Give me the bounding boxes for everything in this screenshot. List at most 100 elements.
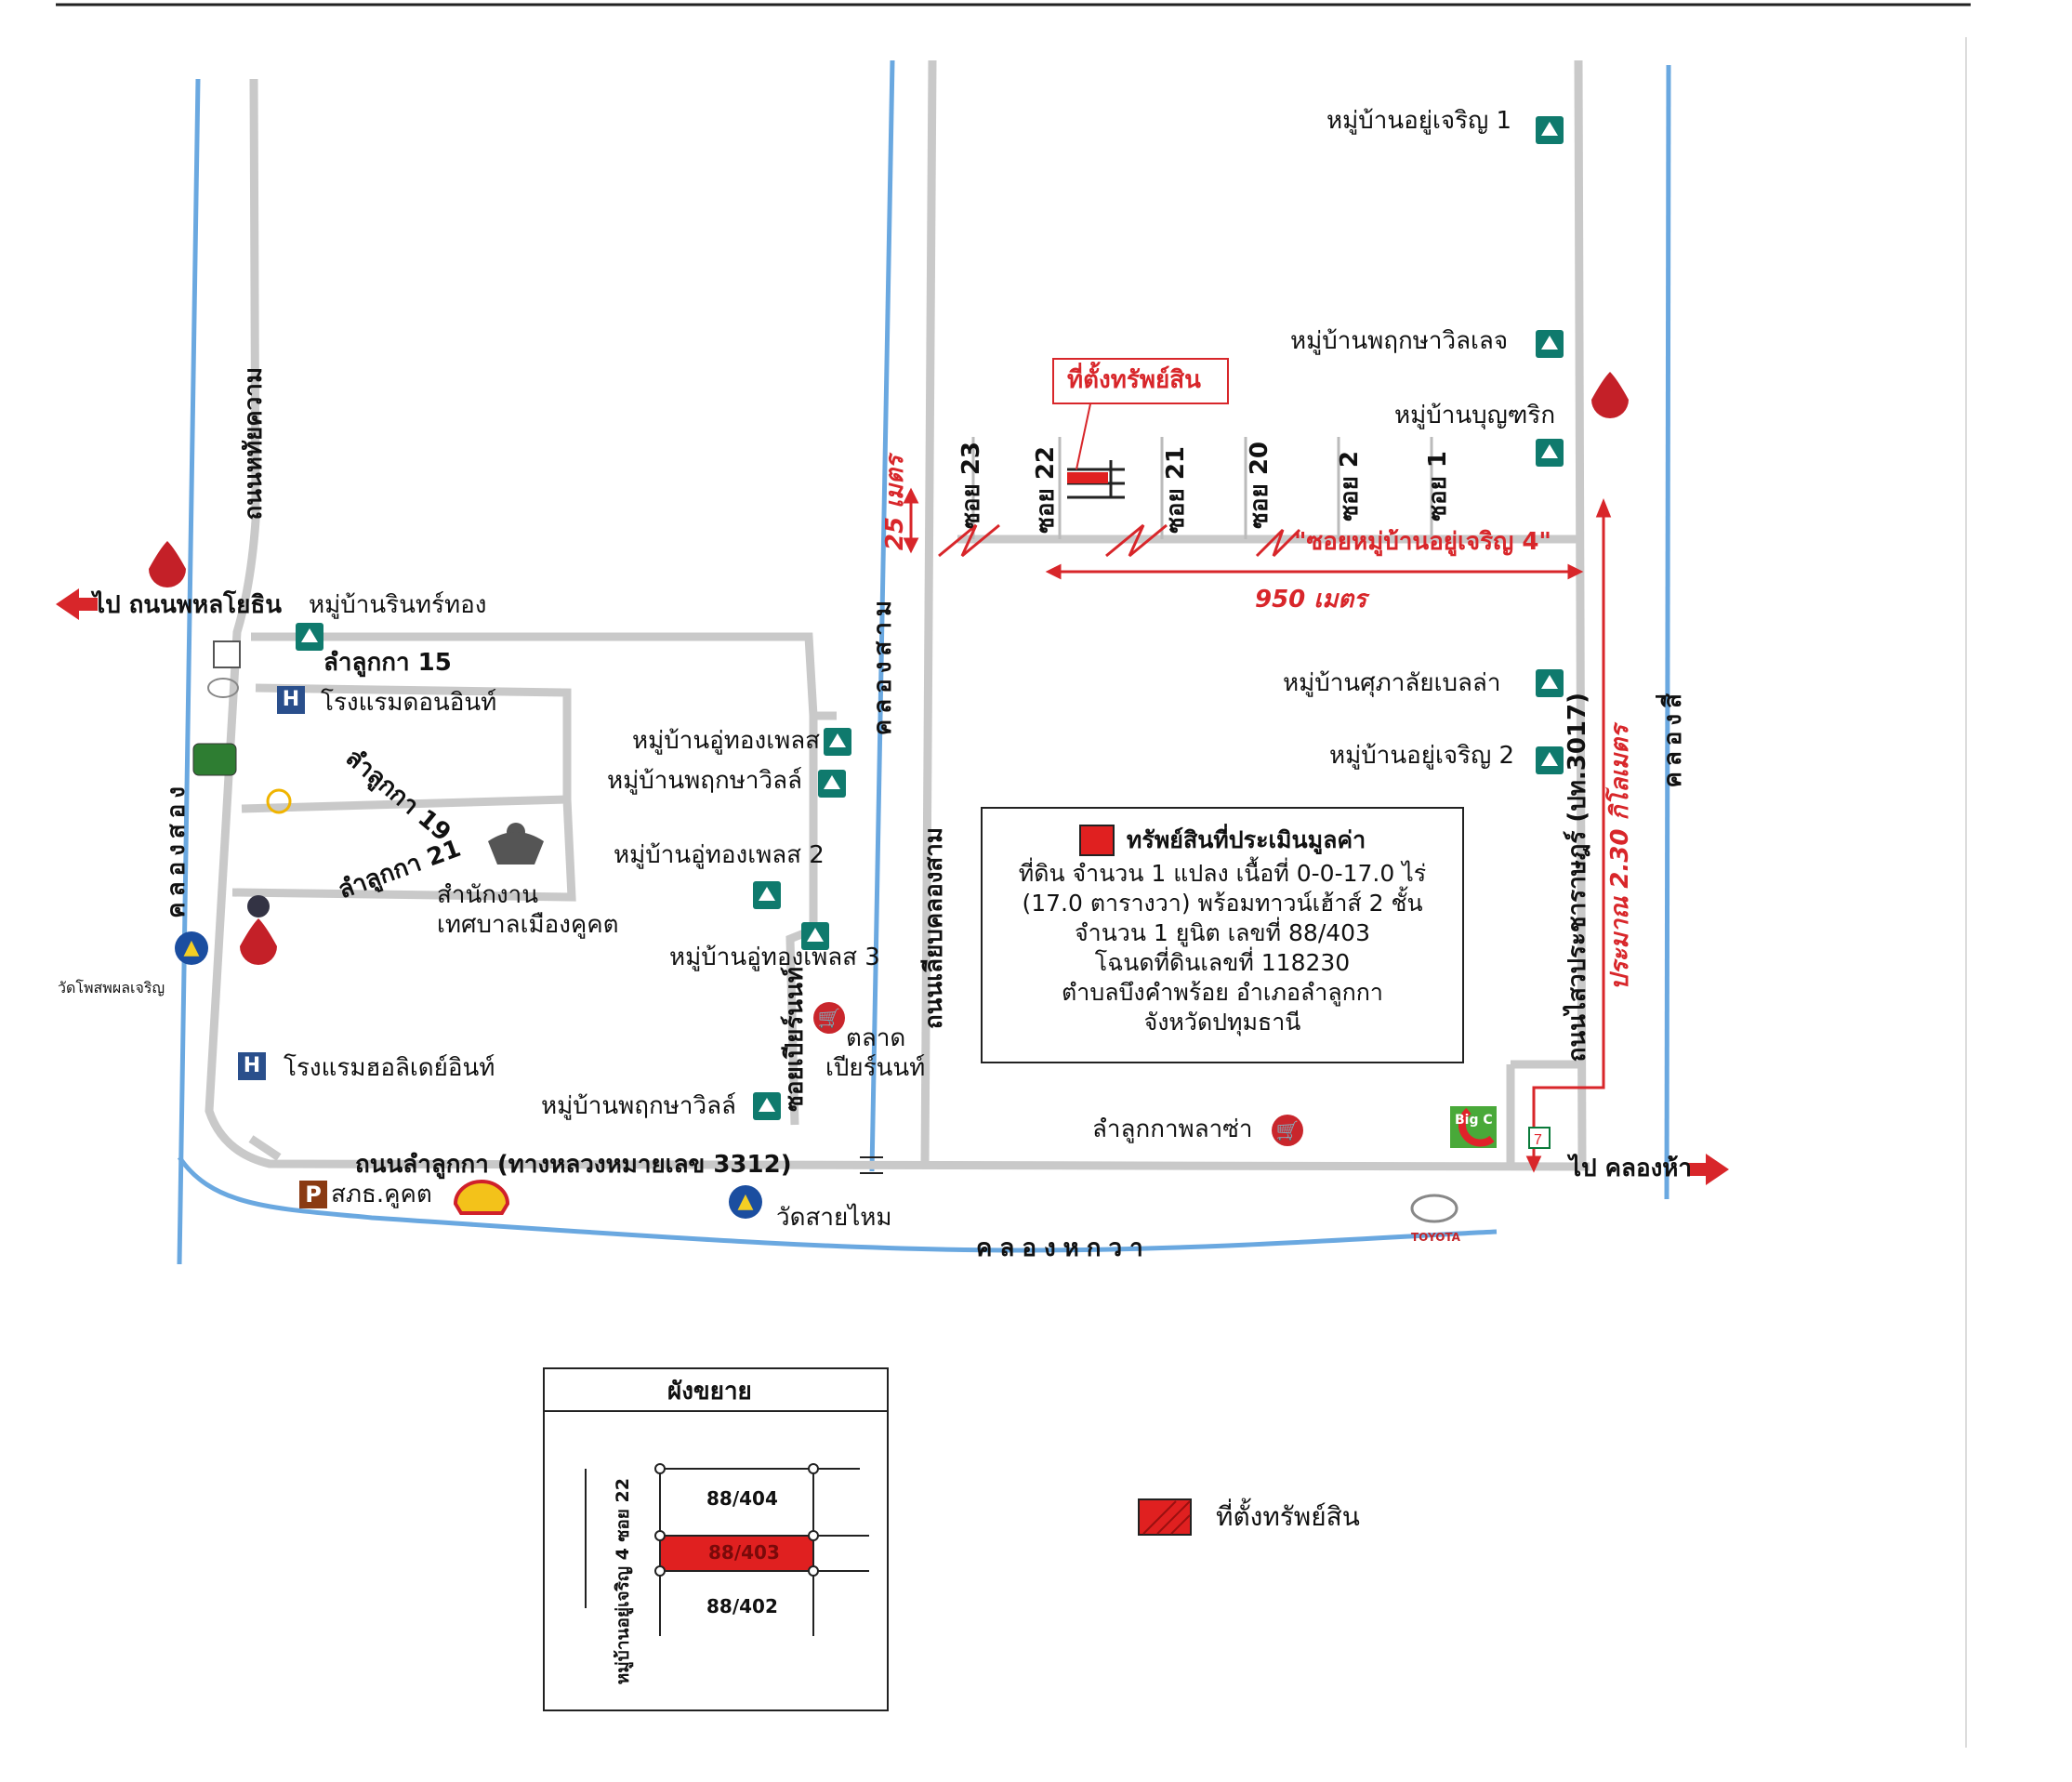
place-pruksa-village: หมู่บ้านพฤกษาวิลเลจ — [1290, 327, 1509, 355]
road-connector — [248, 1135, 282, 1161]
road-saiprachathip — [1574, 59, 1587, 1168]
legend-swatch — [1138, 1498, 1192, 1536]
misc-icon — [247, 895, 270, 917]
to-khlong-ha: ไป คลองห้า — [1569, 1155, 1693, 1182]
village-icon — [753, 1092, 781, 1120]
village-icon — [296, 623, 323, 651]
village-icon — [1536, 330, 1564, 358]
bank-icon — [192, 743, 237, 776]
canal-label-song: คลองสอง — [163, 781, 191, 918]
soi-22: ซอย 22 — [1032, 446, 1060, 534]
hotel-icon: H — [277, 686, 305, 714]
hotel-logo-icon — [213, 640, 241, 668]
canals — [177, 59, 1671, 1265]
soi-2: ซอย 2 — [1336, 451, 1364, 521]
shell-icon — [453, 1180, 510, 1215]
soi-21: ซอย 21 — [1162, 446, 1190, 534]
property-marker — [1067, 472, 1108, 483]
road-label-lieap-khlong-sam: ถนนเลียบคลองสาม — [920, 827, 948, 1030]
place-yu-charoen-2: หมู่บ้านอยู่เจริญ 2 — [1329, 742, 1515, 770]
bigc-label: Big C — [1455, 1113, 1493, 1128]
hotel-icon-2: H — [238, 1052, 266, 1080]
village-icon — [824, 728, 851, 756]
road-label-hathai-khwam: ถนนหทัยความ — [240, 367, 268, 521]
place-rin-thong: หมู่บ้านรินทร์ทอง — [309, 591, 487, 619]
infobox-line-2: (17.0 ตารางวา) พร้อมทาวน์เฮ้าส์ 2 ชั้น — [1022, 890, 1423, 917]
property-swatch — [1078, 825, 1115, 856]
canal-khlong-hok-wa — [177, 1155, 1498, 1253]
parking-icon: P — [299, 1181, 327, 1208]
seven-eleven-icon — [1528, 1127, 1551, 1149]
village-icon — [1536, 116, 1564, 144]
toyota-icon-2 — [1410, 1194, 1458, 1223]
road-bigc — [1506, 1060, 1580, 1167]
place-police: สภธ.คูคต — [331, 1181, 432, 1208]
distance-25: 25 เมตร — [881, 455, 909, 551]
canal-label-hok-wa: คลองหกวา — [976, 1234, 1151, 1262]
temple-icon-2: ▲ — [175, 931, 208, 965]
village-icon — [1536, 669, 1564, 697]
garuda-icon — [488, 823, 544, 865]
infobox-line-6: จังหวัดปทุมธานี — [1143, 1009, 1301, 1036]
road-21 — [231, 799, 576, 902]
distance-950: 950 เมตร — [1255, 586, 1367, 614]
canal-khlong-sam — [869, 59, 895, 1172]
infobox-line-1: ที่ดิน จำนวน 1 แปลง เนื้อที่ 0-0-17.0 ไร… — [1018, 860, 1427, 887]
municipal-office-2: เทศบาลเมืองคูคต — [437, 911, 619, 939]
place-wat-sai-mai: วัดสายไหม — [776, 1204, 892, 1232]
market-icon-2: 🛒 — [1272, 1115, 1303, 1146]
place-u-thong-place-2: หมู่บ้านอู่ทองเพลส 2 — [614, 841, 825, 869]
road-15 — [251, 632, 837, 720]
temple-icon: ▲ — [729, 1185, 762, 1219]
canal-khlong-si — [1664, 64, 1671, 1200]
arrow-right — [1706, 1154, 1729, 1185]
infobox-title: ทรัพย์สินที่ประเมินมูลค่า — [1126, 826, 1366, 853]
road-label-main: ถนนลำลูกกา (ทางหลวงหมายเลข 3312) — [355, 1151, 792, 1179]
infobox-line-4: โฉนดที่ดินเลขที่ 118230 — [1094, 949, 1351, 976]
property-plot-main — [1067, 394, 1125, 499]
road-label-saiprachathip: ถนนไสวประชาราษฎร์ (ปท.3017) — [1564, 693, 1591, 1063]
canal-label-sam: คลองสาม — [869, 595, 897, 736]
place-wat-phosamphan: วัดโพสพผลเจริญ — [58, 979, 165, 997]
road-label-15: ลำลูกกา 15 — [323, 649, 452, 677]
gas-station-icons — [149, 372, 1629, 965]
village-icon — [801, 922, 829, 950]
toyota-label: TOYOTA — [1411, 1231, 1460, 1244]
svg-text:7: 7 — [1534, 1132, 1542, 1148]
market-icon: 🛒 — [813, 1002, 845, 1034]
village-icon — [818, 770, 846, 798]
soi-20: ซอย 20 — [1246, 442, 1274, 529]
village-icon — [753, 881, 781, 909]
inset-lot-mid: 88/403 — [708, 1541, 780, 1564]
place-pruksa-ville-1: หมู่บ้านพฤกษาวิลล์ — [607, 767, 802, 795]
property-info-box: ทรัพย์สินที่ประเมินมูลค่า ที่ดิน จำนวน 1… — [981, 807, 1464, 1063]
inset-road-label: หมู่บ้านอยู่เจริญ 4 ซอย 22 — [613, 1478, 633, 1685]
place-don-inn: โรงแรมดอนอินท์ — [321, 689, 497, 717]
village-icon — [1536, 746, 1564, 774]
property-callout: ที่ตั้งทรัพย์สิน — [1052, 358, 1229, 404]
roads — [205, 59, 1590, 1171]
arrow-left — [56, 588, 79, 620]
to-phahon-yothin: ไป ถนนพหลโยธิน — [93, 591, 282, 619]
village-icon — [1536, 439, 1564, 467]
bridge-marks — [938, 523, 1301, 558]
place-u-thong-place-3: หมู่บ้านอู่ทองเพลส 3 — [669, 944, 880, 971]
road-label-soi-pianhae: ซอยเปียร์นนท์ — [781, 967, 809, 1112]
place-lam-luk-ka-plaza: ลำลูกกาพลาซ่า — [1092, 1115, 1253, 1143]
road-lieap-khlong-sam — [920, 59, 937, 1165]
inset-lot-bot: 88/402 — [706, 1595, 778, 1617]
market-label-1: ตลาด — [846, 1024, 906, 1052]
soi-23: ซอย 23 — [957, 442, 985, 529]
soi-1: ซอย 1 — [1424, 451, 1452, 521]
infobox-line-5: ตำบลบึงคำพร้อย อำเภอลำลูกกา — [1062, 979, 1383, 1006]
municipal-office-1: สำนักงาน — [437, 881, 539, 909]
approx-distance: ประมาณ 2.30 กิโลเมตร — [1606, 725, 1634, 991]
inset-lot-top: 88/404 — [706, 1487, 778, 1510]
place-bunyarit: หมู่บ้านบุญฑริก — [1394, 402, 1556, 429]
soi-main-label: "ซอยหมู่บ้านอยู่เจริญ 4" — [1294, 528, 1551, 556]
market-label-2: เปียร์นนท์ — [825, 1054, 926, 1082]
road-hathai-khwam-lamlukka — [205, 78, 1590, 1171]
inset-plot — [585, 1468, 869, 1636]
inset-title: ผังขยาย — [667, 1378, 752, 1406]
